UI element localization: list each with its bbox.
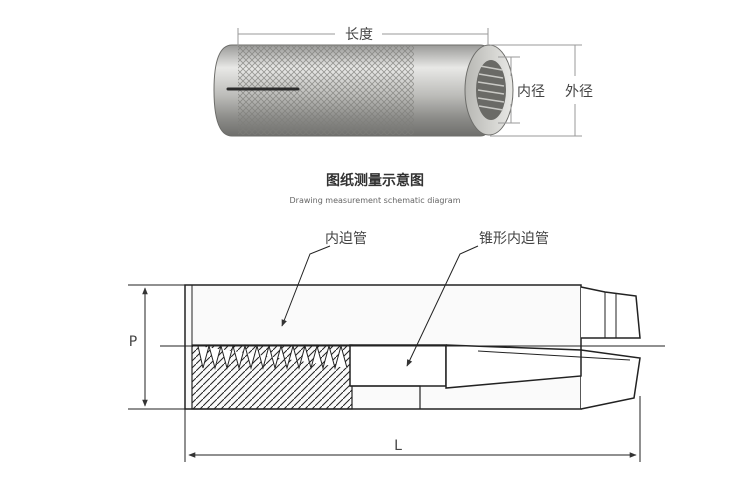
anchor-photo: [213, 44, 514, 137]
heading-subtitle: Drawing measurement schematic diagram: [289, 196, 461, 205]
technical-drawing: [128, 245, 665, 462]
l-dimension-label: L: [394, 438, 402, 454]
drawing-heading: 图纸测量示意图 Drawing measurement schematic di…: [0, 170, 750, 205]
inner-sleeve-label: 内迫管: [325, 231, 367, 247]
inner-diameter-dimension: [498, 56, 520, 124]
cone-inner-sleeve-label: 锥形内迫管: [479, 231, 549, 247]
p-dimension-label: P: [129, 334, 137, 350]
length-label: 长度: [345, 27, 373, 43]
outer-diameter-label: 外径: [565, 84, 593, 100]
length-dimension: [237, 28, 489, 46]
outer-diameter-dimension: [490, 44, 582, 137]
inner-diameter-label: 内径: [517, 84, 545, 100]
heading-title: 图纸测量示意图: [326, 173, 424, 189]
